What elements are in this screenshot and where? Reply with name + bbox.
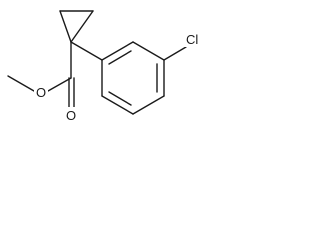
- bond-carbonyl-to-ester-oxygen: [47, 77, 72, 92]
- benzene-ring: [101, 41, 165, 115]
- cyclopropane-ring: [59, 10, 94, 43]
- atom-label-chlorine: Cl: [184, 31, 206, 47]
- ester-group: [7, 41, 75, 108]
- ester-oxygen-label: O: [36, 85, 46, 100]
- bond-quaternary-to-aryl: [70, 41, 103, 61]
- bond-aryl-4: [132, 95, 165, 115]
- structure-canvas: Cl O O: [0, 0, 220, 130]
- bond-aryl-5: [101, 95, 134, 115]
- bond-aryl-to-chlorine: [163, 46, 187, 61]
- bond-ring-right: [70, 10, 94, 43]
- molecule-structure: Cl O O: [7, 10, 206, 123]
- bond-aryl-1: [101, 41, 134, 61]
- aromatic-double-bond-3: [108, 91, 132, 106]
- bond-ester-oxygen-to-methyl: [7, 75, 35, 92]
- chlorine-label: Cl: [186, 32, 198, 47]
- aromatic-double-bond-1: [108, 50, 132, 65]
- bond-ring-left: [59, 10, 72, 43]
- atom-label-carbonyl-oxygen: O: [64, 107, 78, 123]
- atom-label-ester-oxygen: O: [34, 84, 48, 100]
- carbonyl-oxygen-label: O: [66, 108, 76, 123]
- bond-aryl-2: [132, 41, 165, 61]
